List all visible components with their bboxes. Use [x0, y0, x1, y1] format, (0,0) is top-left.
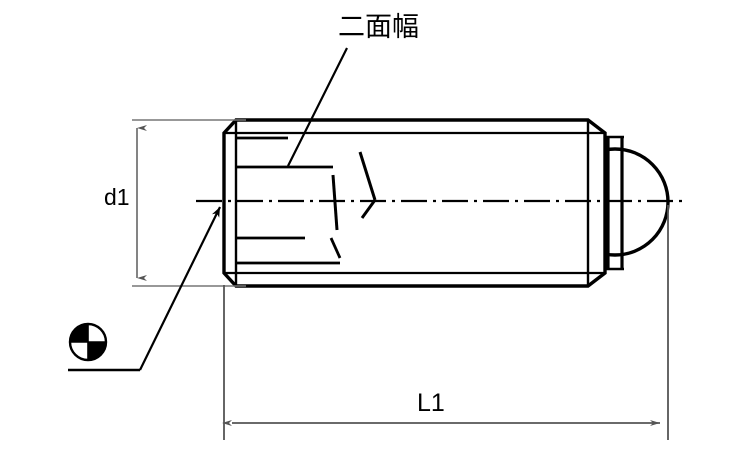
quadrant-symbol-leader-line	[139, 206, 221, 371]
body-outline	[222, 118, 607, 288]
quadrant-fill-lower-right	[88, 342, 106, 360]
across-flats-leader-line	[287, 47, 348, 167]
across-flats-label: 二面幅	[338, 12, 419, 42]
quadrant-fill-upper-left	[70, 324, 88, 342]
d1-dimension-label: d1	[104, 184, 130, 210]
hex-socket-internal-lines	[236, 136, 340, 265]
screw-body	[222, 118, 607, 288]
dimension-l1	[222, 205, 669, 440]
socket-cone-upper	[358, 151, 377, 201]
dimension-d1	[132, 119, 246, 287]
hex-socket-bottom-profile	[329, 151, 377, 259]
surface-quadrant-symbol-group	[68, 206, 221, 372]
socket-depth-line	[331, 174, 339, 231]
ball-retaining-collar	[605, 135, 624, 271]
l1-dimension-label: L1	[417, 389, 445, 417]
socket-bottom-tick	[329, 237, 342, 259]
socket-cone-lower	[360, 199, 377, 219]
quadrant-circle-symbol	[68, 322, 108, 362]
